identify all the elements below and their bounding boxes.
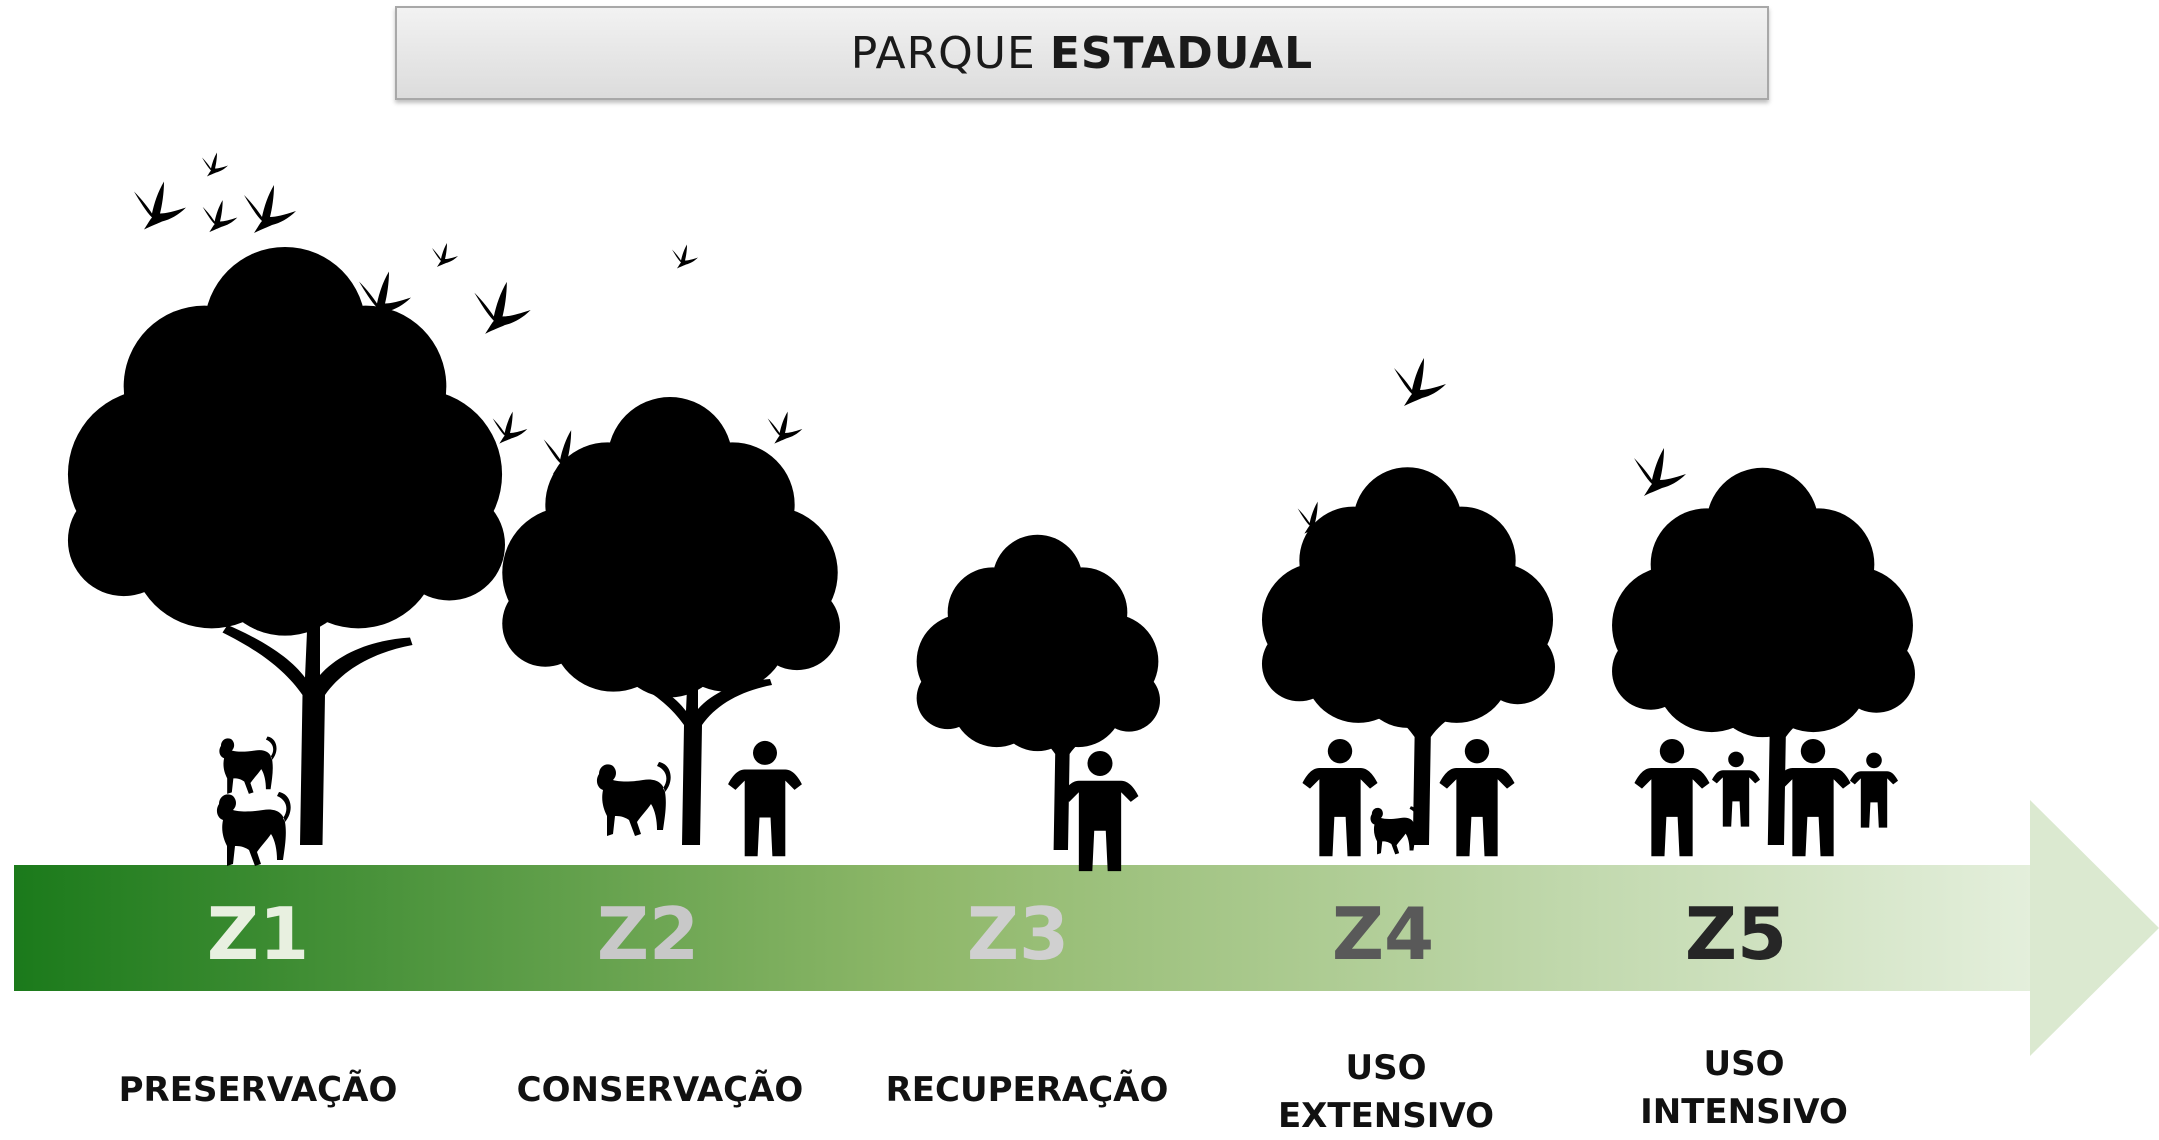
zone4-illustration: [1261, 358, 1555, 857]
park-title-regular: PARQUE: [850, 27, 1036, 79]
bird-icon: [202, 152, 228, 177]
bird-icon: [1634, 448, 1686, 496]
bird-icon: [492, 411, 528, 444]
zone-name-z1: PRESERVAÇÃO: [98, 1066, 418, 1114]
zone-name-line1: RECUPERAÇÃO: [885, 1070, 1169, 1110]
bird-icon: [134, 181, 186, 230]
zone-name-z3: RECUPERAÇÃO: [867, 1066, 1187, 1114]
tree-crown: [1261, 467, 1555, 728]
park-title: PARQUE ESTADUAL: [395, 6, 1769, 100]
zone-name-line1: CONSERVAÇÃO: [516, 1070, 804, 1110]
bird-icon: [767, 411, 803, 444]
person-icon: [1775, 738, 1851, 857]
person-icon: [1061, 750, 1139, 872]
zone-name-line1: PRESERVAÇÃO: [118, 1070, 398, 1110]
tree-trunk: [222, 620, 413, 845]
tree-crown: [1612, 467, 1915, 738]
bird-icon: [202, 200, 238, 233]
bird-icon: [672, 244, 698, 269]
monkey-icon: [216, 792, 291, 866]
zone-name-line1: USO: [1703, 1044, 1785, 1084]
park-title-bold: ESTADUAL: [1049, 27, 1314, 79]
monkey-icon: [219, 736, 277, 794]
zone-name-z5: USO INTENSIVO: [1584, 1040, 1904, 1136]
monkey-icon: [596, 762, 671, 836]
tree-crown: [67, 247, 505, 636]
zone2-illustration: [502, 244, 840, 857]
zone-name-line1: USO: [1345, 1048, 1427, 1088]
zone5-illustration: [1612, 448, 1915, 857]
person-icon: [1439, 738, 1515, 857]
person-icon: [1634, 738, 1710, 857]
tree-crown: [502, 397, 840, 698]
person-icon: [1302, 738, 1378, 857]
person-icon: [728, 740, 802, 857]
bird-icon: [1394, 358, 1446, 406]
zone-code-z2: Z2: [596, 892, 700, 976]
person-icon: [1850, 752, 1898, 828]
zone-code-z1: Z1: [206, 892, 310, 976]
tree-crown: [916, 534, 1160, 752]
zone-name-line2: INTENSIVO: [1640, 1092, 1848, 1132]
bird-icon: [244, 185, 296, 233]
zone-name-line2: EXTENSIVO: [1277, 1096, 1495, 1136]
bird-icon: [474, 281, 531, 334]
zone3-illustration: [916, 534, 1160, 872]
zone-arrow: [14, 800, 2159, 1056]
zone-name-z2: CONSERVAÇÃO: [500, 1066, 820, 1114]
zone-code-z3: Z3: [966, 892, 1070, 976]
monkey-icon: [1370, 806, 1419, 855]
person-icon: [1712, 751, 1760, 827]
zone-name-z4: USO EXTENSIVO: [1226, 1044, 1546, 1140]
zone1-illustration: [67, 152, 531, 866]
zone-code-z5: Z5: [1684, 892, 1788, 976]
bird-icon: [432, 243, 458, 267]
zone-code-z4: Z4: [1331, 892, 1435, 976]
